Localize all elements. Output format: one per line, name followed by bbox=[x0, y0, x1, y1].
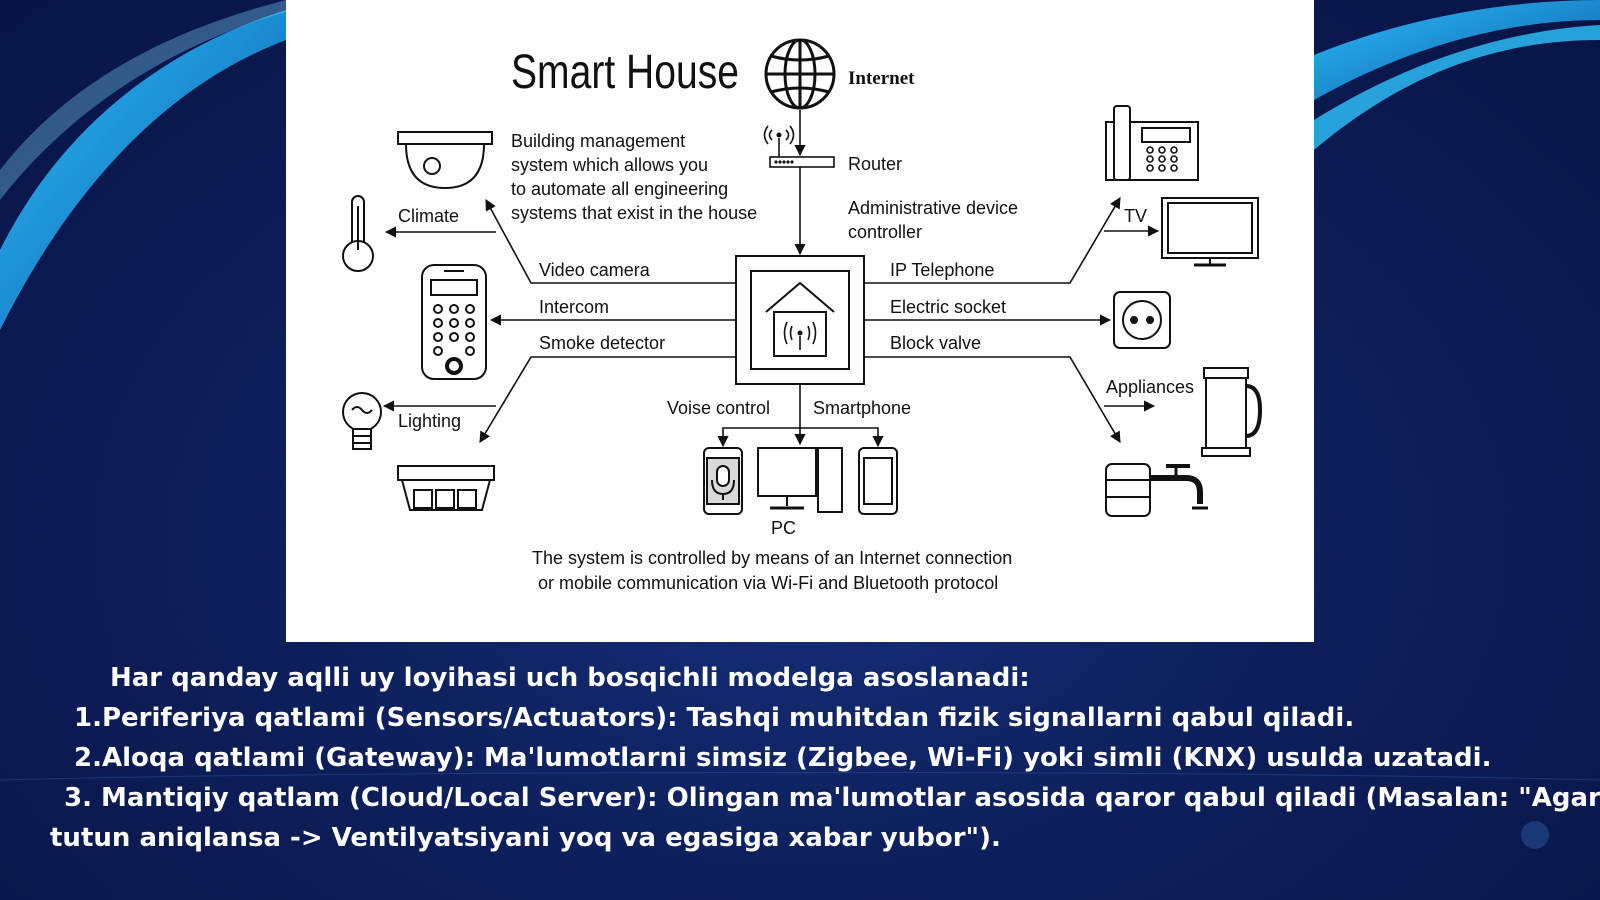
water-faucet-icon bbox=[1105, 463, 1208, 517]
caption-item-3-line-2: tutun aniqlansa -> Ventilyatsiyani yoq v… bbox=[50, 823, 1001, 853]
tv-label: TV bbox=[1124, 206, 1147, 226]
globe-icon bbox=[764, 38, 836, 110]
thermometer-icon bbox=[342, 195, 374, 272]
right-connectors bbox=[864, 197, 1160, 443]
caption-intro: Har qanday aqlli uy loyihasi uch bosqich… bbox=[110, 663, 1030, 693]
video-camera-label: Video camera bbox=[539, 260, 651, 280]
pc-label: PC bbox=[771, 518, 796, 538]
caption-item-3-line-1: 3. Mantiqiy qatlam (Cloud/Local Server):… bbox=[64, 783, 1600, 813]
climate-label: Climate bbox=[398, 206, 459, 226]
diagram-title: Smart House bbox=[511, 46, 739, 99]
internet-label: Internet bbox=[848, 68, 915, 89]
intercom-icon bbox=[421, 264, 487, 380]
kettle-icon bbox=[1201, 367, 1263, 457]
svg-text:Building management: Building management bbox=[511, 131, 685, 151]
svg-text:to automate all engineering: to automate all engineering bbox=[511, 179, 728, 199]
smartphone-icon bbox=[858, 447, 898, 515]
admin-controller-label: Administrative device controller bbox=[848, 198, 1018, 242]
smoke-detector-label: Smoke detector bbox=[539, 333, 665, 353]
smartphone-label: Smartphone bbox=[813, 398, 911, 418]
pc-icon bbox=[757, 447, 843, 513]
caption-text: Har qanday aqlli uy loyihasi uch bosqich… bbox=[0, 648, 1600, 888]
svg-text:systems that exist in the hous: systems that exist in the house bbox=[511, 203, 757, 223]
caption-item-2: 2.Aloqa qatlami (Gateway): Ma'lumotlarni… bbox=[74, 743, 1492, 773]
voice-control-label: Voise control bbox=[667, 398, 770, 418]
svg-text:controller: controller bbox=[848, 222, 922, 242]
svg-text:Administrative device: Administrative device bbox=[848, 198, 1018, 218]
left-connectors bbox=[382, 199, 736, 443]
router-label: Router bbox=[848, 154, 902, 174]
ip-telephone-icon bbox=[1105, 105, 1199, 181]
video-camera-icon bbox=[397, 131, 493, 190]
electric-socket-label: Electric socket bbox=[890, 297, 1006, 317]
diagram-card: Smart House Internet Router B bbox=[286, 0, 1314, 642]
router-icon bbox=[763, 125, 835, 168]
appliances-label: Appliances bbox=[1106, 377, 1194, 397]
svg-text:system which allows you: system which allows you bbox=[511, 155, 708, 175]
ip-telephone-label: IP Telephone bbox=[890, 260, 994, 280]
block-valve-label: Block valve bbox=[890, 333, 981, 353]
footer-text: The system is controlled by means of an … bbox=[532, 548, 1012, 593]
svg-text:The system is controlled by me: The system is controlled by means of an … bbox=[532, 548, 1012, 568]
voice-control-icon bbox=[703, 447, 743, 515]
smoke-detector-icon bbox=[397, 465, 495, 511]
svg-text:or mobile communication via Wi: or mobile communication via Wi-Fi and Bl… bbox=[538, 573, 998, 593]
tv-icon bbox=[1161, 197, 1259, 267]
description-text: Building management system which allows … bbox=[511, 131, 757, 223]
wifi-icon bbox=[783, 321, 817, 350]
intercom-label: Intercom bbox=[539, 297, 609, 317]
caption-item-1: 1.Periferiya qatlami (Sensors/Actuators)… bbox=[74, 703, 1355, 733]
electric-socket-icon bbox=[1113, 291, 1171, 349]
hub-controller bbox=[735, 255, 865, 385]
bottom-connectors bbox=[717, 384, 884, 448]
light-bulb-icon bbox=[342, 392, 382, 450]
lighting-label: Lighting bbox=[398, 411, 461, 431]
smart-house-diagram: Smart House Internet Router B bbox=[342, 38, 1263, 593]
